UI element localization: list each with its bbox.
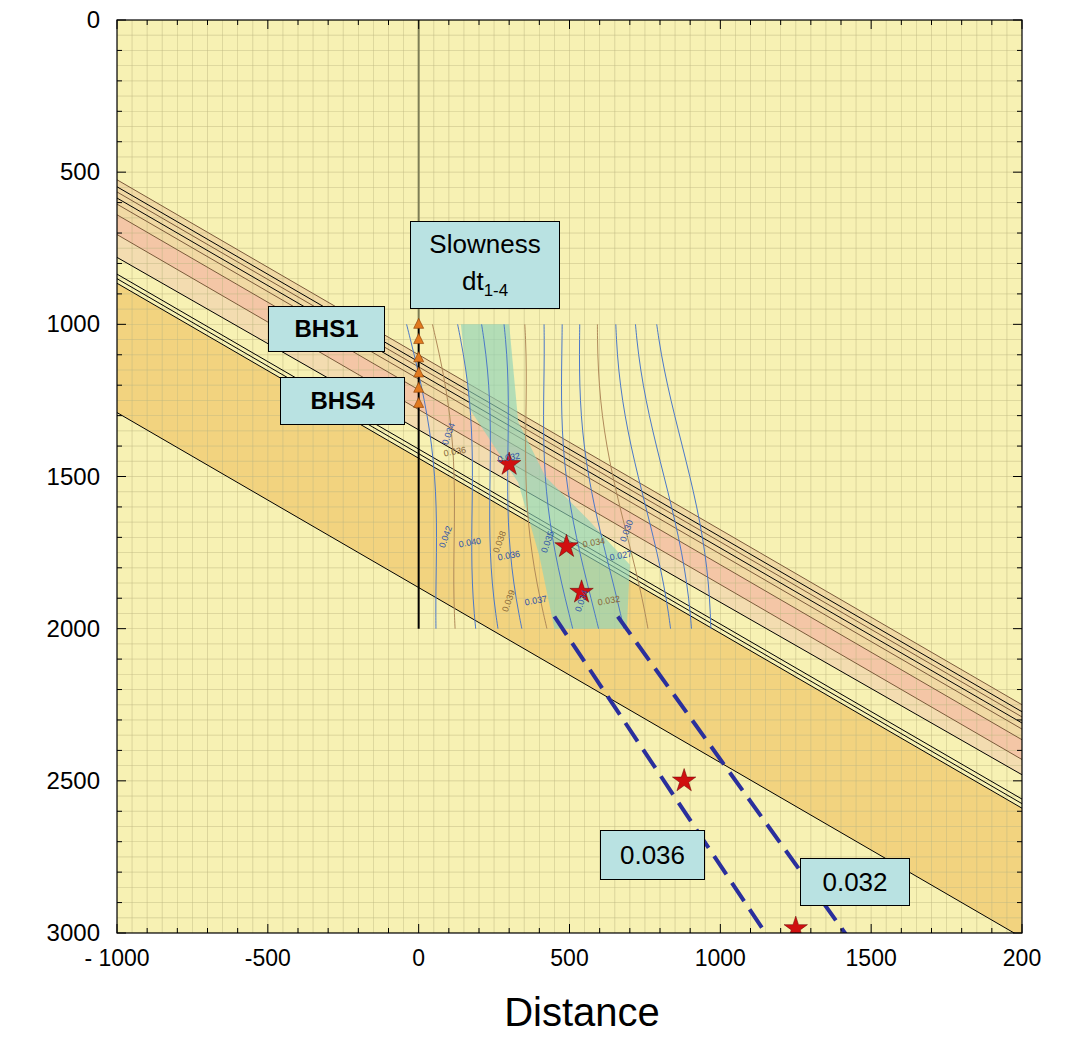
frame bbox=[117, 20, 1022, 933]
axis-tick-label: 2500 bbox=[47, 769, 100, 793]
event-star bbox=[784, 916, 807, 933]
plot-area bbox=[117, 20, 1022, 933]
value-box: 0.036 bbox=[600, 830, 705, 880]
axis-tick-label: 0 bbox=[412, 947, 425, 970]
subscript: 1-4 bbox=[484, 281, 508, 300]
layer-boundary bbox=[117, 192, 1022, 717]
axis-tick-label: 0 bbox=[87, 8, 100, 32]
axis-tick-label: -500 bbox=[245, 947, 291, 970]
receiver-label-box: BHS4 bbox=[280, 377, 405, 425]
box-text: Slowness bbox=[429, 229, 540, 260]
box-text: 0.036 bbox=[620, 840, 685, 871]
box-text-row: dt1-4 bbox=[462, 266, 508, 301]
contour-line bbox=[458, 324, 476, 628]
contour-line bbox=[579, 324, 623, 628]
box-text: dt bbox=[462, 266, 484, 296]
layer-boundary bbox=[117, 204, 1022, 729]
event-star bbox=[672, 769, 695, 791]
axis-tick-label: 1000 bbox=[47, 312, 100, 336]
callout-box: Slowness dt1-4 bbox=[410, 221, 560, 309]
axis-tick-label: 500 bbox=[60, 160, 100, 184]
receiver bbox=[414, 318, 424, 328]
axis-tick-label: 1500 bbox=[846, 947, 897, 970]
layer-boundary bbox=[117, 180, 1022, 705]
receiver bbox=[414, 367, 424, 377]
ticks bbox=[117, 20, 1022, 933]
layer-boundary bbox=[117, 413, 1022, 933]
contour-line bbox=[504, 324, 522, 628]
contour-line bbox=[635, 324, 691, 628]
grid bbox=[117, 20, 1022, 933]
layer-boundary bbox=[117, 257, 1022, 774]
layer-boundary bbox=[117, 274, 1022, 799]
event-star bbox=[497, 452, 520, 474]
axis-tick-label: 200 bbox=[1003, 947, 1041, 970]
layer-boundary bbox=[117, 283, 1022, 808]
contour-line bbox=[407, 324, 437, 628]
box-text: BHS1 bbox=[294, 315, 358, 343]
layer-boundary bbox=[117, 187, 1022, 712]
layer-boundary bbox=[117, 198, 1022, 723]
axis-tick-label: 1500 bbox=[47, 465, 100, 489]
event-star bbox=[555, 534, 578, 556]
slowness-area bbox=[461, 324, 630, 628]
background bbox=[117, 20, 1022, 933]
contour-line bbox=[657, 324, 711, 628]
contour-line bbox=[544, 324, 573, 628]
value-box: 0.032 bbox=[800, 858, 910, 906]
dashed-trend bbox=[554, 616, 789, 933]
receiver bbox=[414, 352, 424, 362]
contour-line bbox=[482, 324, 498, 628]
receiver bbox=[414, 334, 424, 344]
contour-line bbox=[432, 324, 455, 628]
layer-boundary bbox=[117, 235, 1022, 760]
axis-tick-label: 2000 bbox=[47, 617, 100, 641]
layer-boundary bbox=[117, 279, 1022, 804]
contour-line bbox=[616, 324, 671, 628]
receiver bbox=[414, 382, 424, 392]
receiver-label-box: BHS1 bbox=[268, 306, 385, 352]
axis-tick-label: 1000 bbox=[695, 947, 746, 970]
box-text: BHS4 bbox=[310, 387, 374, 415]
layer-boundary bbox=[117, 215, 1022, 740]
receiver bbox=[414, 397, 424, 407]
axis-tick-label: 500 bbox=[550, 947, 588, 970]
axis-tick-label: - 1000 bbox=[84, 947, 149, 970]
box-text: 0.032 bbox=[822, 867, 887, 898]
axis-title: Distance bbox=[504, 992, 660, 1032]
axis-tick-label: 3000 bbox=[47, 921, 100, 945]
